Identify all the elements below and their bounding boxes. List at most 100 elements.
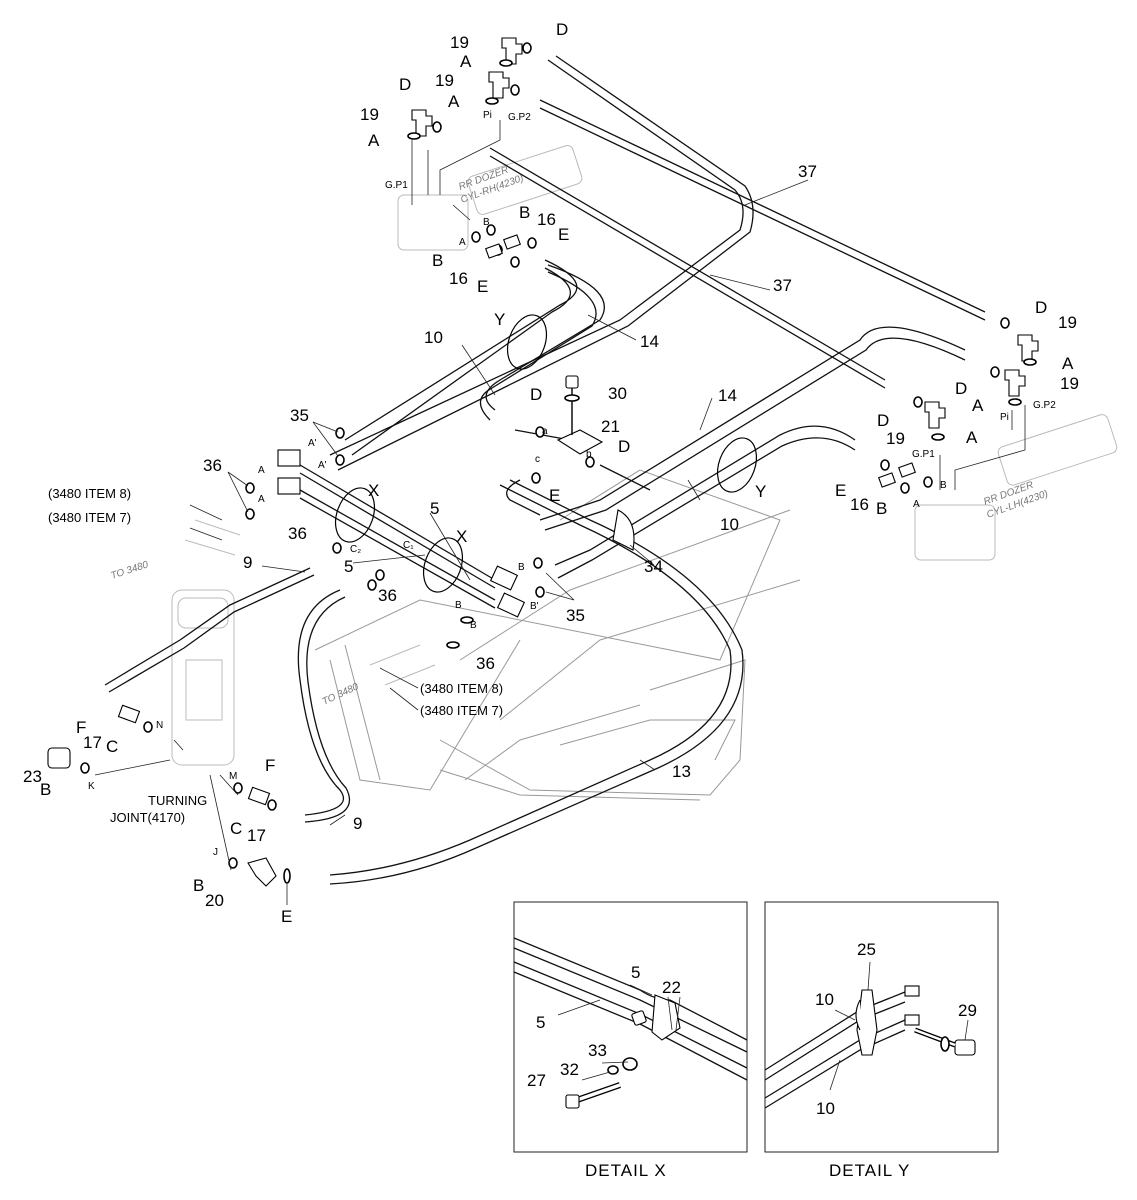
- label-A-f: A: [966, 428, 978, 447]
- label-B-small-f: B: [470, 620, 477, 631]
- label-17-a: 17: [83, 733, 102, 752]
- detail-x-panel: 5 5 22 33 32 27 DETAIL X: [513, 901, 748, 1180]
- label-item7-b: (3480 ITEM 7): [420, 703, 503, 718]
- label-21: 21: [601, 417, 620, 436]
- label-y-10-a: 10: [815, 990, 834, 1009]
- label-J: J: [213, 847, 218, 858]
- label-D-c: D: [1035, 298, 1047, 317]
- label-Pi-b: Pi: [1000, 412, 1009, 423]
- label-10-a: 10: [424, 328, 443, 347]
- label-A1-a: A': [308, 438, 317, 449]
- label-27: 27: [527, 1071, 546, 1090]
- label-b-small-b: B: [940, 480, 947, 491]
- label-GP1-a: G.P1: [385, 180, 408, 191]
- label-19-f: 19: [886, 429, 905, 448]
- label-A1-b: A': [318, 460, 327, 471]
- label-B-g: B: [40, 780, 51, 799]
- label-A-e: A: [972, 396, 984, 415]
- label-23: 23: [23, 767, 42, 786]
- label-36-d: 36: [476, 654, 495, 673]
- label-35-b: 35: [566, 606, 585, 625]
- label-K: K: [88, 781, 95, 792]
- label-13: 13: [672, 762, 691, 781]
- label-D-b: D: [399, 75, 411, 94]
- label-E-d: E: [549, 486, 560, 505]
- label-X-a: X: [368, 481, 379, 500]
- label-5-b: 5: [344, 557, 353, 576]
- label-B1: B': [530, 601, 539, 612]
- fittings: [47, 37, 1039, 887]
- label-36-b: 36: [288, 524, 307, 543]
- label-19-e: 19: [1060, 374, 1079, 393]
- label-D-e: D: [877, 411, 889, 430]
- label-32: 32: [560, 1060, 579, 1079]
- label-X-b: X: [456, 527, 467, 546]
- label-D-a: D: [556, 20, 568, 39]
- label-16-c: 16: [850, 495, 869, 514]
- label-A-small-g: A: [258, 465, 265, 476]
- o-rings: [80, 42, 1037, 884]
- label-Pi-a: Pi: [483, 110, 492, 121]
- label-to3480-a: TO 3480: [110, 559, 151, 582]
- label-19-d: 19: [1058, 313, 1077, 332]
- label-D-d: D: [955, 379, 967, 398]
- label-9-b: 9: [353, 814, 362, 833]
- label-GP2-b: G.P2: [1033, 400, 1056, 411]
- label-a-small-b: A: [913, 499, 920, 510]
- label-GP1-b: G.P1: [912, 449, 935, 460]
- label-B-a: B: [519, 203, 530, 222]
- label-x-5-a: 5: [631, 963, 640, 982]
- label-Y-a: Y: [494, 310, 505, 329]
- label-B-h: B: [193, 876, 204, 895]
- label-B-small-e: B: [455, 600, 462, 611]
- label-C-a: C: [106, 737, 118, 756]
- label-17-b: 17: [247, 826, 266, 845]
- label-19-a: 19: [450, 33, 469, 52]
- label-F-a: F: [76, 718, 86, 737]
- label-E-e: E: [281, 907, 292, 926]
- label-37-b: 37: [773, 276, 792, 295]
- label-GP2-a: G.P2: [508, 112, 531, 123]
- label-C-b: C: [230, 819, 242, 838]
- detail-x-caption: DETAIL X: [585, 1161, 667, 1180]
- label-item7-a: (3480 ITEM 7): [48, 510, 131, 525]
- leader-lines: [94, 120, 1026, 871]
- label-16-a: 16: [537, 210, 556, 229]
- label-20: 20: [205, 891, 224, 910]
- label-A-c: A: [368, 131, 380, 150]
- label-37-a: 37: [798, 162, 817, 181]
- label-F-b: F: [265, 756, 275, 775]
- label-22: 22: [662, 978, 681, 997]
- label-34: 34: [644, 557, 663, 576]
- label-B-c: B: [876, 499, 887, 518]
- label-33: 33: [588, 1041, 607, 1060]
- label-D-f: D: [530, 385, 542, 404]
- label-30: 30: [608, 384, 627, 403]
- detail-callout-ellipses: [334, 314, 758, 593]
- label-a-small-c: a: [542, 426, 548, 437]
- label-36-a: 36: [203, 456, 222, 475]
- hoses: [104, 55, 986, 885]
- label-10-b: 10: [720, 515, 739, 534]
- label-9-a: 9: [243, 553, 252, 572]
- detail-y-caption: DETAIL Y: [829, 1161, 910, 1180]
- label-A-small-h: A: [258, 494, 265, 505]
- label-turning-1: TURNING: [148, 793, 207, 808]
- label-M: M: [229, 771, 237, 782]
- label-item8-a: (3480 ITEM 8): [48, 486, 131, 501]
- label-turning-2: JOINT(4170): [110, 810, 185, 825]
- label-14-b: 14: [718, 386, 737, 405]
- label-item8-b: (3480 ITEM 8): [420, 681, 503, 696]
- label-E-b: E: [477, 277, 488, 296]
- label-A-a: A: [460, 52, 472, 71]
- label-25: 25: [857, 940, 876, 959]
- label-B-b: B: [432, 251, 443, 270]
- detail-y-panel: 25 10 29 10 DETAIL Y: [764, 901, 999, 1180]
- label-b-small-c: b: [586, 449, 592, 460]
- label-29: 29: [958, 1001, 977, 1020]
- label-A-b: A: [448, 92, 460, 111]
- label-b-small-a: B: [483, 217, 490, 228]
- label-c-small: c: [535, 454, 540, 465]
- label-14-a: 14: [640, 332, 659, 351]
